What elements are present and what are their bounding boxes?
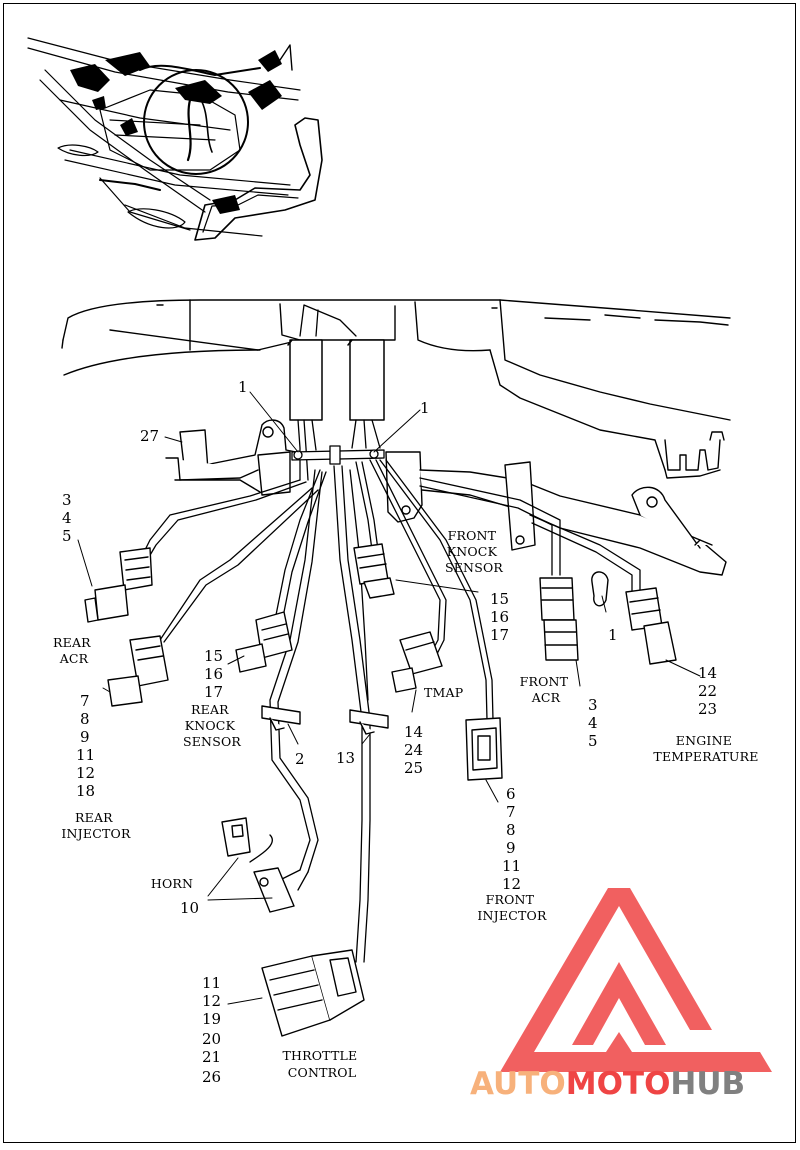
rear-knock-connector [235,611,293,673]
ref-engine-temp-pins: 14 22 23 [698,664,722,718]
tmap-connector [391,631,443,693]
ref-10: 10 [180,899,199,917]
front-acr-connector [539,577,579,661]
junction-blocks [287,339,385,421]
overview-inset [27,37,323,241]
front-injector-connector [465,717,503,781]
caption-front-injector: FRONT INJECTOR [477,892,547,923]
numeric-callouts: 1 1 27 3 4 5 7 8 9 11 12 18 15 16 17 [62,378,722,1086]
ref-front-acr-pins: 3 4 5 [588,696,602,750]
harness-wires [139,304,641,963]
ref-tmap-pins: 14 24 25 [404,723,428,777]
caption-rear-injector: REAR INJECTOR [61,810,131,841]
page-border [3,3,796,1143]
caption-tmap: TMAP [424,685,463,700]
ref-rear-acr-pins: 3 4 5 [62,491,76,545]
logo-text: AUTOMOTOHUB [470,1066,745,1102]
clip-right-part [591,571,609,607]
rear-acr-connector [84,547,153,623]
logo-triangle-icon [500,888,772,1072]
clip-2-part [261,705,301,731]
frame-structure [61,299,731,479]
engine-temp-connector [625,587,677,665]
connectors [84,543,677,1037]
ref-rear-knock-pins: 15 16 17 [204,647,228,701]
rear-injector-connector [107,635,169,707]
horn-terminals [221,817,295,913]
component-captions: REAR ACR REAR KNOCK SENSOR REAR INJECTOR… [53,528,758,1080]
leader-lines [77,391,701,1005]
ref-2: 2 [295,750,305,768]
ref-27: 27 [140,427,159,445]
ref-throttle-pins: 11 12 19 20 21 26 [202,974,226,1086]
caption-throttle-control: THROTTLE CONTROL [282,1048,361,1080]
caption-horn: HORN [151,876,193,891]
ref-front-injector-pins: 6 7 8 9 11 12 [502,785,526,893]
caption-rear-knock-sensor: REAR KNOCK SENSOR [183,702,241,749]
caption-front-acr: FRONT ACR [520,674,573,705]
throttle-connector [261,949,365,1037]
left-bracket [165,419,297,496]
ref-13: 13 [336,749,355,767]
watermark-logo: AUTOMOTOHUB [470,888,772,1102]
ref-front-knock-pins: 15 16 17 [490,590,514,644]
caption-rear-acr: REAR ACR [53,635,95,666]
ref-1-rear-clip: 1 [238,378,248,396]
ref-rear-injector-pins: 7 8 9 11 12 18 [76,692,100,800]
ref-1-front-clip: 1 [420,399,430,417]
right-bracket [385,451,727,576]
caption-engine-temperature: ENGINE TEMPERATURE [653,733,758,764]
caption-front-knock-sensor: FRONT KNOCK SENSOR [445,528,503,575]
clip-13-part [349,709,389,735]
ref-1-right-clip: 1 [608,626,618,644]
front-knock-connector [353,543,395,599]
